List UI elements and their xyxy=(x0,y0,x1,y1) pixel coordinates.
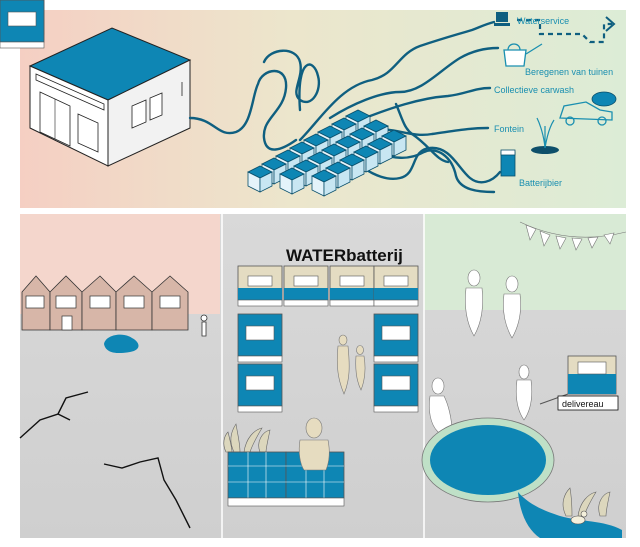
beregenen-label: Beregenen van tuinen xyxy=(525,67,613,77)
waterservice-label: Waterservice xyxy=(517,16,569,26)
puddle-left xyxy=(104,334,139,354)
house-windows xyxy=(25,295,181,331)
delivereau-cart: delivereau xyxy=(539,355,619,411)
computer-icon xyxy=(496,12,508,22)
waterbatterij-title: WATERbatterij xyxy=(286,246,403,265)
duck-icon xyxy=(570,510,588,525)
beer-glass-icon xyxy=(500,149,516,177)
planter-racks xyxy=(223,417,345,507)
bunting xyxy=(519,221,627,251)
carwash-item: Collectieve carwash xyxy=(494,85,617,126)
batterijbier-item: Batterijbier xyxy=(500,149,562,188)
batterijbier-label: Batterijbier xyxy=(519,178,562,188)
bottom-panel: WATERbatterij xyxy=(0,0,627,538)
people-right xyxy=(428,269,533,433)
right-sky xyxy=(424,214,626,310)
plants xyxy=(223,423,271,453)
waterbatterij-racks xyxy=(0,0,419,413)
sponge-icon xyxy=(591,91,617,107)
delivereau-sign xyxy=(557,395,619,411)
fontein-item: Fontein xyxy=(494,117,559,154)
pond-plants xyxy=(562,487,611,517)
person-left xyxy=(200,314,208,337)
delivereau-label: delivereau xyxy=(562,399,604,409)
fountain-icon xyxy=(531,117,559,154)
pond xyxy=(421,417,622,538)
fontein-label: Fontein xyxy=(494,124,524,134)
waterservice-item: Waterservice xyxy=(494,12,569,26)
car-icon xyxy=(559,101,613,126)
watering-can-icon xyxy=(503,43,543,67)
building xyxy=(28,27,192,167)
person-front xyxy=(298,417,330,471)
top-panel: Waterservice Beregenen van tuinen Collec… xyxy=(0,0,626,208)
cracks xyxy=(19,391,191,529)
waterservice-dashed-line xyxy=(517,18,612,44)
carwash-label: Collectieve carwash xyxy=(494,85,574,95)
arrow-icon xyxy=(605,16,616,32)
people-center xyxy=(336,334,366,395)
beregenen-item: Beregenen van tuinen xyxy=(503,43,613,77)
